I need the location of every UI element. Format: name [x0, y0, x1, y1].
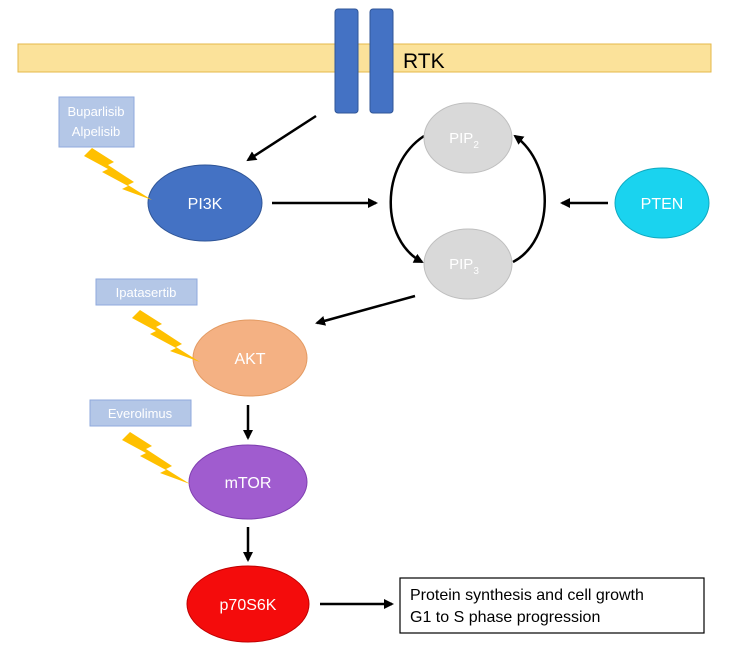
akt-inhibitor-label: Ipatasertib — [116, 285, 177, 300]
mtor-inhibitor-label: Everolimus — [108, 406, 173, 421]
cell-membrane — [17, 43, 712, 73]
p70s6k-label: p70S6K — [220, 597, 277, 614]
akt-inhibitor-lightning-icon — [132, 310, 200, 362]
rtk-receptor — [334, 8, 394, 114]
p70s6k-node — [186, 565, 310, 643]
pip2-label-sub: 2 — [473, 140, 479, 151]
arrow-pip2-to-pip3 — [389, 134, 425, 264]
pip3-label: PIP3 — [449, 256, 479, 277]
pten-node — [614, 167, 710, 239]
mtor-inhibitor-lightning-icon — [122, 432, 190, 484]
mtor-inhibitor-box — [89, 399, 192, 427]
pi3k-label: PI3K — [188, 196, 223, 213]
outcome-line-2: G1 to S phase progression — [410, 609, 600, 626]
pi3k-inhibitor-lightning-icon — [84, 148, 152, 200]
pi3k-inhibitor-box — [58, 96, 135, 148]
pip2-label: PIP2 — [449, 130, 479, 151]
arrow-rtk-to-pi3k — [246, 114, 317, 162]
mtor-label: mTOR — [225, 475, 272, 492]
outcome-box — [399, 577, 705, 634]
arrow-pip3-to-akt — [315, 294, 416, 326]
akt-label: AKT — [234, 351, 265, 368]
pi3k-inhibitor-label-2: Alpelisib — [72, 124, 120, 139]
pip3-label-base: PIP — [449, 256, 473, 273]
akt-inhibitor-box — [95, 278, 198, 306]
pip3-label-sub: 3 — [473, 266, 479, 277]
pip2-label-base: PIP — [449, 130, 473, 147]
outcome-line-1: Protein synthesis and cell growth — [410, 587, 644, 604]
mtor-node — [188, 444, 308, 520]
pi3k-inhibitor-label-1: Buparlisib — [67, 104, 124, 119]
pip3-node — [423, 228, 513, 300]
pten-label: PTEN — [641, 196, 684, 213]
rtk-label: RTK — [403, 50, 445, 73]
pip2-node — [423, 102, 513, 174]
pi3k-node — [147, 164, 263, 242]
arrow-pip3-to-pip2 — [512, 134, 546, 264]
